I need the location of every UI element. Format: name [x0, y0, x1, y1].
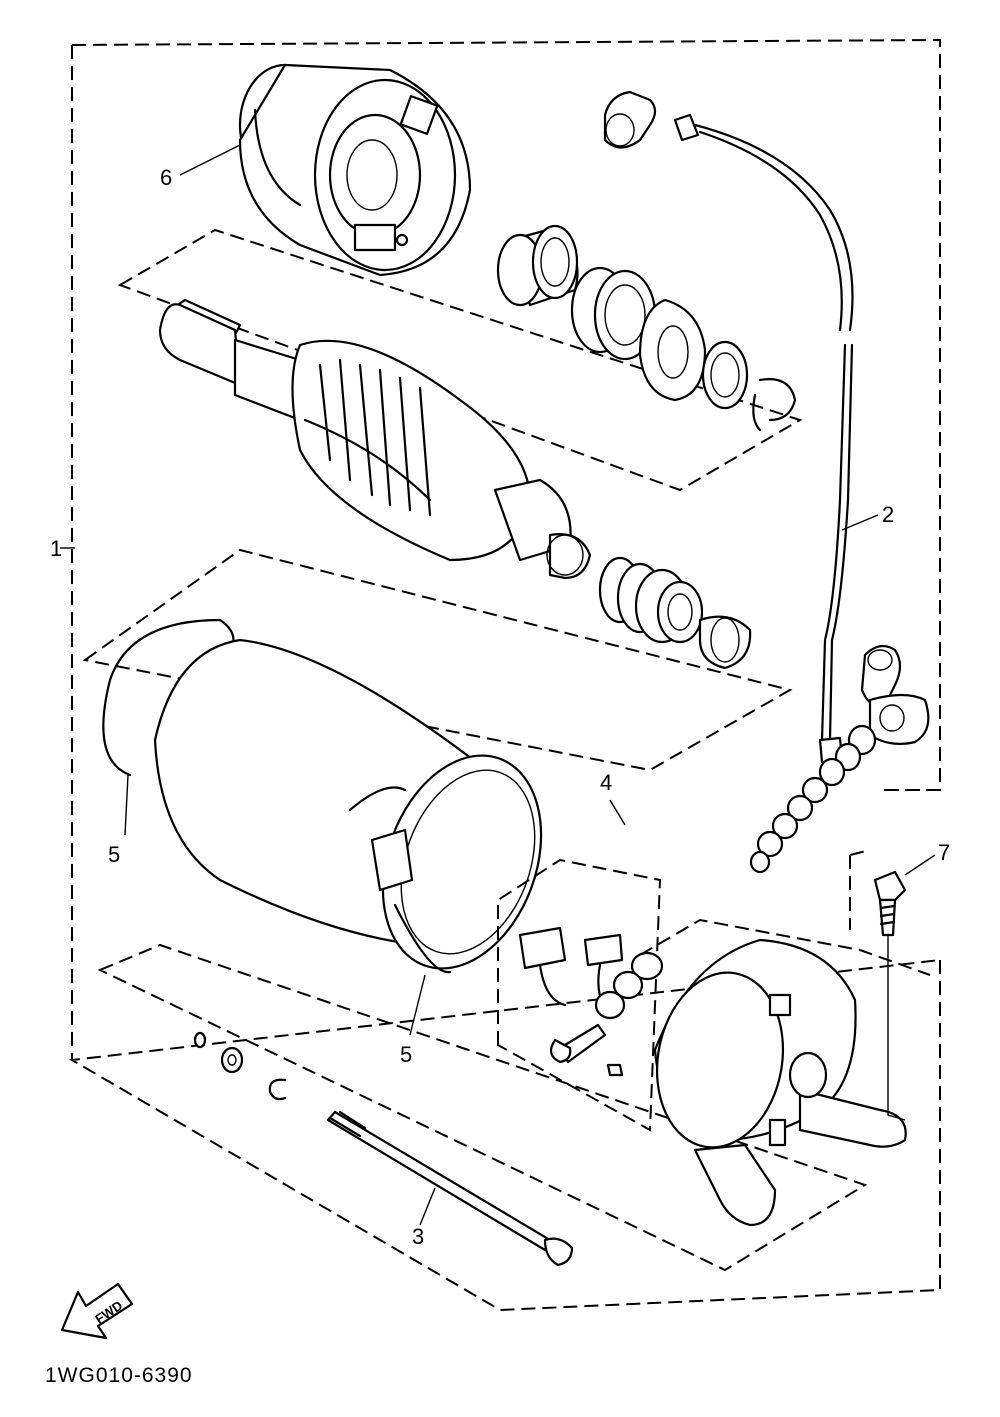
callout-5-left: 5 [108, 842, 120, 867]
callout-3: 3 [412, 1224, 424, 1249]
callout-5-right: 5 [400, 1042, 412, 1067]
rear-cover-brush-holder [238, 63, 472, 277]
front-cover [653, 938, 907, 1227]
leader-lines [60, 144, 936, 1226]
callout-2: 2 [882, 502, 894, 527]
callout-4: 4 [600, 770, 612, 795]
front-cover-boundary [639, 918, 931, 976]
callout-7: 7 [938, 840, 950, 865]
forward-arrow-icon: FWD [60, 1282, 134, 1340]
mounting-screw [873, 870, 907, 937]
washer-set-boundary [117, 228, 803, 492]
assembly-boundary [68, 38, 941, 1312]
bearing-washer-stack [496, 224, 797, 432]
brush-plate-parts [518, 926, 664, 1077]
callout-1: 1 [50, 536, 62, 561]
through-bolt-boundary [97, 943, 868, 1272]
screw-boundary [849, 789, 940, 856]
yoke-housing [102, 618, 543, 974]
lead-wire [603, 90, 854, 764]
armature-boundary [82, 548, 793, 772]
drawing-code: 1WG010-6390 [45, 1364, 193, 1387]
armature [158, 298, 592, 580]
spring-washer-set [598, 556, 752, 670]
brush-plate-boundary [497, 858, 662, 1132]
small-washers [193, 1031, 287, 1101]
terminal-stud [749, 644, 930, 874]
callout-6: 6 [160, 165, 172, 190]
through-bolt [326, 1110, 574, 1267]
